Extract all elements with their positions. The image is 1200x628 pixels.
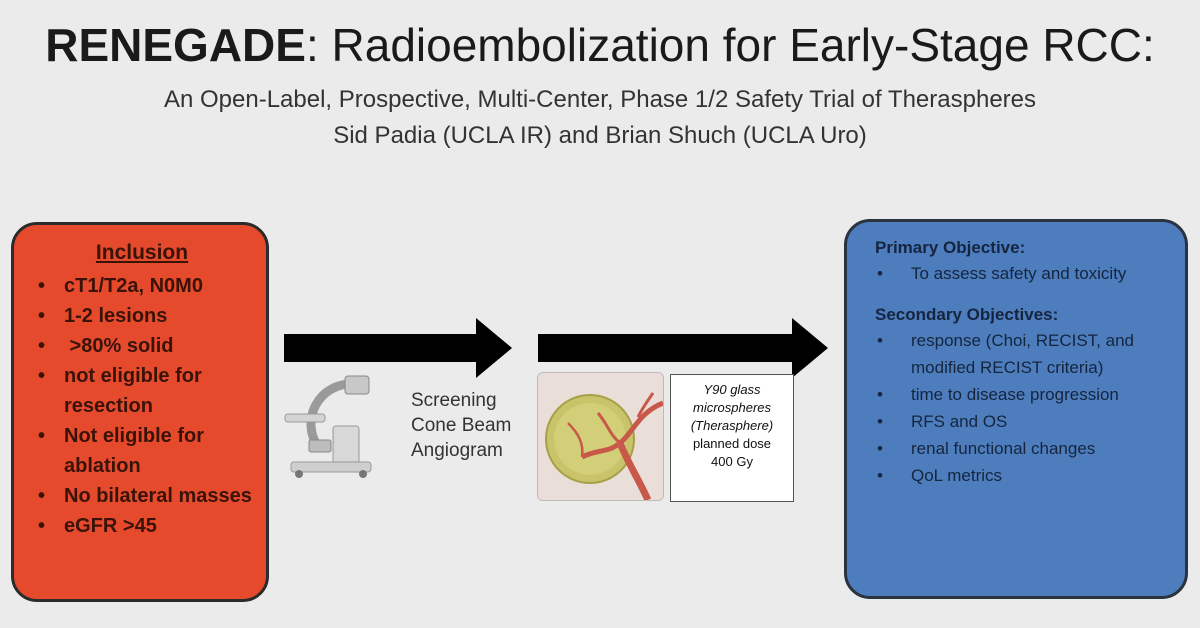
slide-title: RENEGADE: Radioembolization for Early-St… (0, 18, 1200, 72)
inclusion-item: Not eligible for ablation (32, 421, 252, 481)
secondary-objectives-list: response (Choi, RECIST, and modified REC… (875, 327, 1171, 489)
objective-item: To assess safety and toxicity (875, 260, 1171, 287)
objective-item: QoL metrics (875, 462, 1171, 489)
y90-dose-line: planned dose (692, 436, 772, 451)
tumor-vessels-icon (538, 373, 663, 500)
inclusion-item: 1-2 lesions (32, 301, 252, 331)
primary-objective-heading: Primary Objective: (875, 238, 1026, 257)
y90-dose-box: Y90 glass microspheres (Therasphere) pla… (670, 374, 794, 502)
inclusion-list: cT1/T2a, N0M0 1-2 lesions >80% solid not… (32, 271, 252, 541)
inclusion-heading: Inclusion (95, 241, 189, 264)
slide-authors: Sid Padia (UCLA IR) and Brian Shuch (UCL… (333, 122, 867, 149)
c-arm-scanner-icon (284, 375, 372, 478)
y90-dose-line: 400 Gy (711, 454, 753, 469)
objective-item: time to disease progression (875, 381, 1171, 408)
inclusion-item: not eligible for resection (32, 361, 252, 421)
y90-italic-line: (Therasphere) (690, 418, 774, 433)
inclusion-item: cT1/T2a, N0M0 (32, 271, 252, 301)
objectives-box: Primary Objective: To assess safety and … (844, 219, 1188, 599)
screening-line: Cone Beam (411, 415, 512, 436)
title-description: : Radioembolization for Early-Stage RCC: (305, 19, 1155, 71)
flow-arrow-1 (284, 318, 512, 378)
inclusion-item: No bilateral masses (32, 481, 252, 511)
secondary-objectives-heading: Secondary Objectives: (875, 305, 1059, 324)
screening-line: Angiogram (411, 440, 503, 461)
title-trial-name: RENEGADE (45, 19, 306, 71)
inclusion-box: Inclusion cT1/T2a, N0M0 1-2 lesions >80%… (11, 222, 269, 602)
screening-label: Screening Cone Beam Angiogram (411, 388, 511, 463)
inclusion-item: >80% solid (32, 331, 252, 361)
slide-subtitle: An Open-Label, Prospective, Multi-Center… (163, 86, 1036, 113)
screening-line: Screening (411, 390, 497, 411)
primary-objective-list: To assess safety and toxicity (875, 260, 1171, 287)
objective-item: RFS and OS (875, 408, 1171, 435)
y90-italic-line: microspheres (692, 400, 772, 415)
objective-item: response (Choi, RECIST, and modified REC… (875, 327, 1171, 381)
objective-item: renal functional changes (875, 435, 1171, 462)
flow-arrow-2 (538, 318, 828, 378)
inclusion-item: eGFR >45 (32, 511, 252, 541)
tumor-illustration (537, 372, 664, 501)
y90-italic-line: Y90 glass (703, 382, 761, 397)
